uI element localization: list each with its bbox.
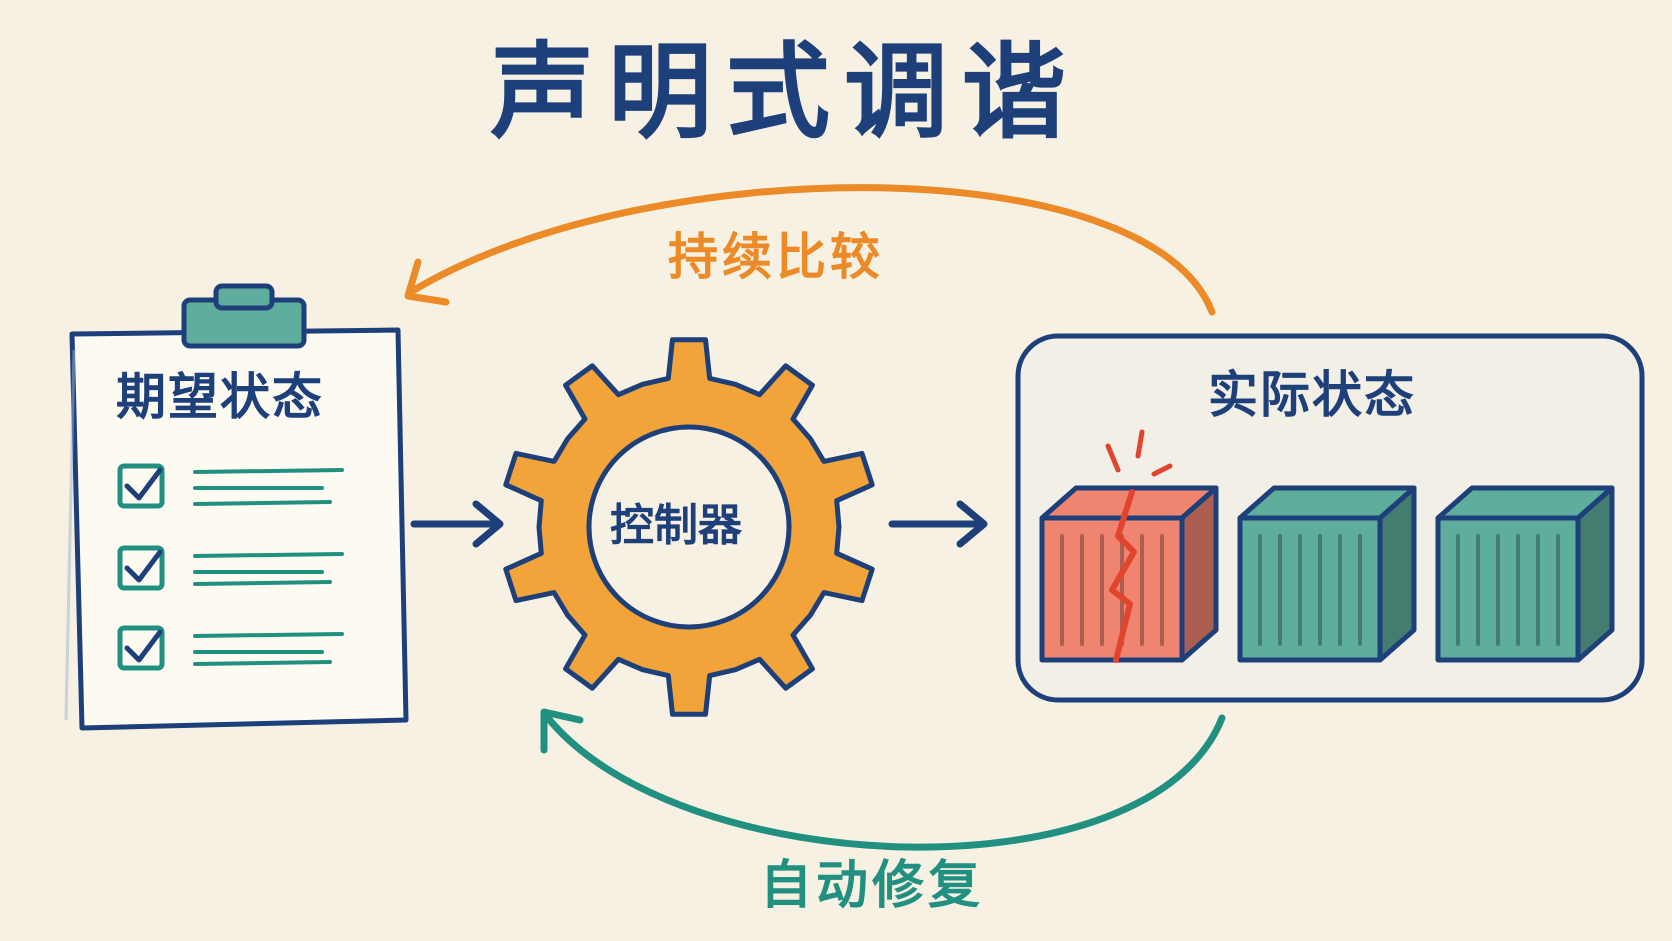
repair-loop-arrow [544, 714, 1226, 851]
checkbox-icon [117, 545, 165, 591]
broken-container-icon [1039, 485, 1219, 663]
compare-label: 持续比较 [668, 228, 884, 286]
container-group [1039, 485, 1615, 663]
checklist [117, 463, 344, 671]
container-side [1575, 485, 1615, 663]
checkbox-icon [117, 625, 165, 671]
arrow-to-controller [410, 500, 504, 548]
crack-mark [1109, 489, 1137, 663]
desired-state-label: 期望状态 [116, 368, 324, 426]
container-side [1179, 485, 1219, 663]
container-side [1377, 485, 1417, 663]
actual-state-label: 实际状态 [1208, 366, 1416, 424]
controller-label: 控制器 [610, 500, 742, 551]
gear-icon [503, 337, 875, 717]
compare-arrowhead [404, 258, 450, 306]
compare-loop-arrow [410, 184, 1216, 316]
arrow-to-actual-state [888, 500, 988, 548]
alert-spark-icon [1105, 429, 1173, 477]
checkbox-icon [117, 463, 165, 509]
repair-label: 自动修复 [760, 856, 985, 916]
repair-arrowhead [540, 708, 584, 754]
healthy-container-icon [1435, 485, 1615, 663]
healthy-container-icon [1237, 485, 1417, 663]
container-front [1435, 515, 1581, 663]
container-front [1237, 515, 1383, 663]
page-title: 声明式调谐 [490, 31, 1081, 153]
